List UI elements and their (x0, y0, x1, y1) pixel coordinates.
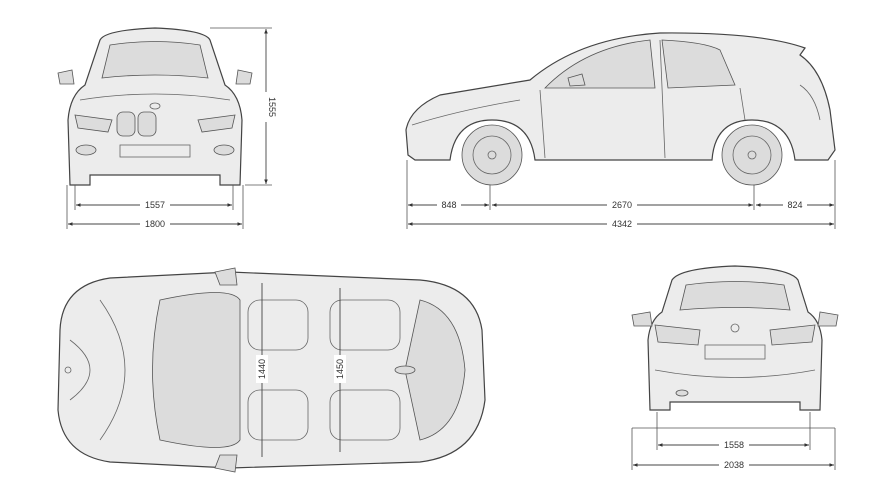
top-view (57, 267, 486, 473)
front-view (57, 27, 253, 186)
width-with-mirrors-label: 2038 (724, 460, 744, 470)
wheelbase-label: 2670 (612, 200, 632, 210)
height-label: 1555 (267, 97, 277, 117)
rear-dimensions: 1558 2038 (631, 412, 836, 471)
front-width-label: 1800 (145, 219, 165, 229)
side-dimensions: 848 2670 824 4342 (406, 160, 836, 230)
front-track-label: 1557 (145, 200, 165, 210)
rear-shoulder-room-label: 1450 (335, 359, 345, 379)
front-shoulder-room-label: 1440 (257, 359, 267, 379)
rear-overhang-label: 824 (787, 200, 802, 210)
rear-track-label: 1558 (724, 440, 744, 450)
length-label: 4342 (612, 219, 632, 229)
side-view (405, 32, 836, 186)
rear-view (631, 265, 839, 411)
front-dimensions: 1557 1800 1555 (66, 27, 277, 230)
top-dimensions: 1440 1450 (256, 283, 346, 457)
front-overhang-label: 848 (441, 200, 456, 210)
